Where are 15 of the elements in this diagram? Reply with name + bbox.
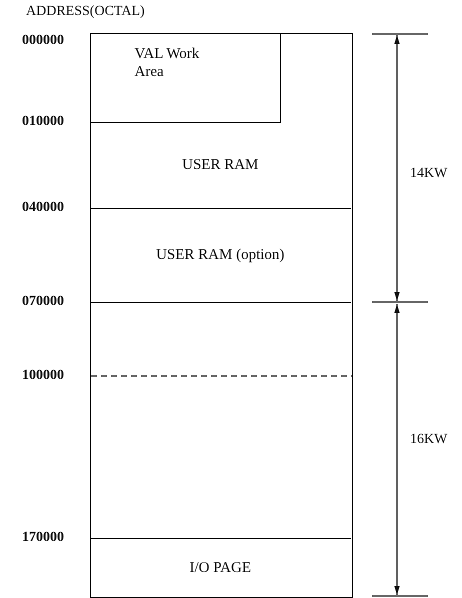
address-label: 000000 (22, 33, 64, 49)
address-label: 170000 (22, 530, 64, 546)
region-label: USER RAM (182, 156, 258, 174)
address-label: 100000 (22, 368, 64, 384)
memory-region (90, 32, 280, 122)
size-label: 16KW (410, 432, 448, 448)
axis-title: ADDRESS(OCTAL) (26, 4, 145, 20)
address-label: 010000 (22, 114, 64, 130)
memory-map-box (90, 33, 353, 598)
size-label: 14KW (410, 166, 448, 182)
address-label: 040000 (22, 200, 64, 216)
region-label: USER RAM (option) (156, 246, 284, 264)
address-label: 070000 (22, 294, 64, 310)
region-label: VAL Work Area (134, 44, 200, 80)
region-label: I/O PAGE (189, 558, 252, 576)
